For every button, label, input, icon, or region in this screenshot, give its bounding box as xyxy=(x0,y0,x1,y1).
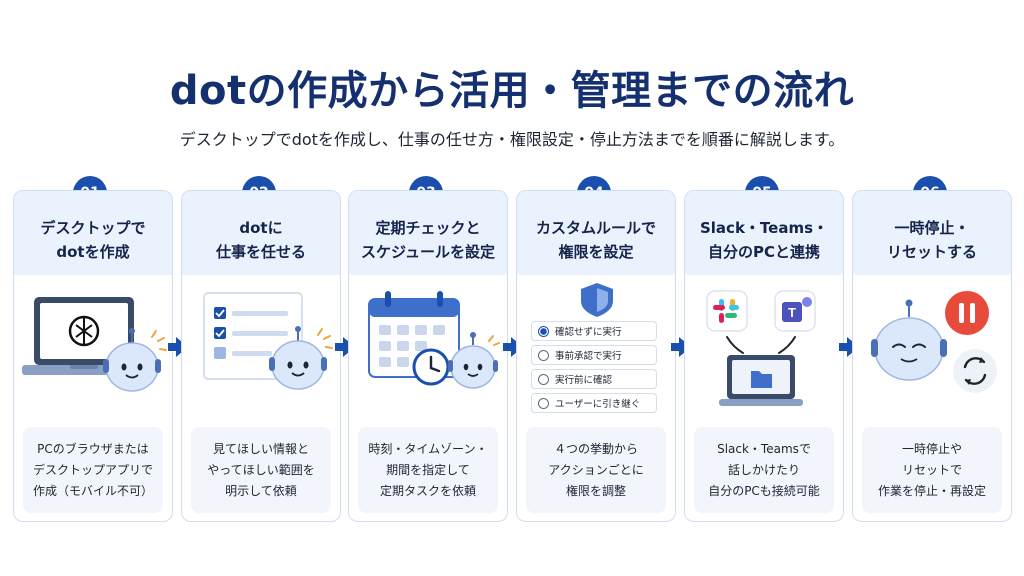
permission-options-panel: 確認せずに実行 事前承認で実行 実行前に確認 ユーザーに引き継ぐ xyxy=(517,275,675,425)
svg-text:T: T xyxy=(788,305,796,320)
option-confirm-before[interactable]: 実行前に確認 xyxy=(531,369,657,389)
step-description: 時刻・タイムゾーン・ 期間を指定して 定期タスクを依頼 xyxy=(368,441,488,498)
step-card-2: dotに 仕事を任せる xyxy=(181,190,341,522)
radio-icon xyxy=(538,349,549,361)
step-description: 見てほしい情報と やってほしい範囲を 明示して依頼 xyxy=(207,441,315,498)
step-description: ４つの挙動から アクションごとに 権限を調整 xyxy=(548,441,644,498)
shield-icon xyxy=(581,283,613,317)
laptop-with-robot-icon xyxy=(14,275,172,425)
step-description: 一時停止や リセットで 作業を停止・再設定 xyxy=(877,441,986,498)
step-title: Slack・Teams・ 自分のPCと連携 xyxy=(699,219,829,261)
step-description-box: 見てほしい情報と やってほしい範囲を 明示して依頼 xyxy=(191,427,331,513)
step-header: Slack・Teams・ 自分のPCと連携 xyxy=(685,191,843,275)
step-title: dotに 仕事を任せる xyxy=(215,219,306,261)
step-description: PCのブラウザまたは デスクトップアプリで 作成（モバイル不可） xyxy=(32,441,153,498)
step-card-6: 一時停止・ リセットする 一時停止や リセットで 作業を停止・再設定 xyxy=(852,190,1012,522)
radio-icon xyxy=(538,373,549,385)
page-subtitle: デスクトップでdotを作成し、仕事の任せ方・権限設定・停止方法までを順番に解説し… xyxy=(179,130,845,149)
integrations-icon: T xyxy=(685,275,843,425)
step-title: カスタムルールで 権限を設定 xyxy=(535,219,656,261)
step-description-box: 時刻・タイムゾーン・ 期間を指定して 定期タスクを依頼 xyxy=(358,427,498,513)
step-card-1: デスクトップで dotを作成 PCのブラウザまたは デスクトップアプリで xyxy=(13,190,173,522)
step-title: 定期チェックと スケジュールを設定 xyxy=(361,219,495,261)
step-header: デスクトップで dotを作成 xyxy=(14,191,172,275)
page-title: dotの作成から活用・管理までの流れ xyxy=(169,68,855,114)
option-handoff-user[interactable]: ユーザーに引き継ぐ xyxy=(531,393,657,413)
step-description-box: Slack・Teamsで 話しかけたり 自分のPCも接続可能 xyxy=(694,427,834,513)
step-description-box: ４つの挙動から アクションごとに 権限を調整 xyxy=(526,427,666,513)
step-title: 一時停止・ リセットする xyxy=(886,219,977,261)
step-header: 定期チェックと スケジュールを設定 xyxy=(349,191,507,275)
step-header: dotに 仕事を任せる xyxy=(182,191,340,275)
step-card-5: Slack・Teams・ 自分のPCと連携 T Slack xyxy=(684,190,844,522)
radio-selected-icon xyxy=(538,325,549,337)
step-header: カスタムルールで 権限を設定 xyxy=(517,191,675,275)
step-description-box: PCのブラウザまたは デスクトップアプリで 作成（モバイル不可） xyxy=(23,427,163,513)
step-description: Slack・Teamsで 話しかけたり 自分のPCも接続可能 xyxy=(708,441,820,498)
option-auto-execute[interactable]: 確認せずに実行 xyxy=(531,321,657,341)
step-title: デスクトップで dotを作成 xyxy=(40,219,146,261)
pause-reset-icon xyxy=(853,275,1011,425)
step-header: 一時停止・ リセットする xyxy=(853,191,1011,275)
step-description-box: 一時停止や リセットで 作業を停止・再設定 xyxy=(862,427,1002,513)
checklist-with-robot-icon xyxy=(182,275,340,425)
calendar-clock-icon xyxy=(349,275,507,425)
option-pre-approval[interactable]: 事前承認で実行 xyxy=(531,345,657,365)
step-card-3: 定期チェックと スケジュールを設定 xyxy=(348,190,508,522)
radio-icon xyxy=(538,397,549,409)
step-card-4: カスタムルールで 権限を設定 確認せずに実行 事前承認で実行 実行前に確認 ユー… xyxy=(516,190,676,522)
